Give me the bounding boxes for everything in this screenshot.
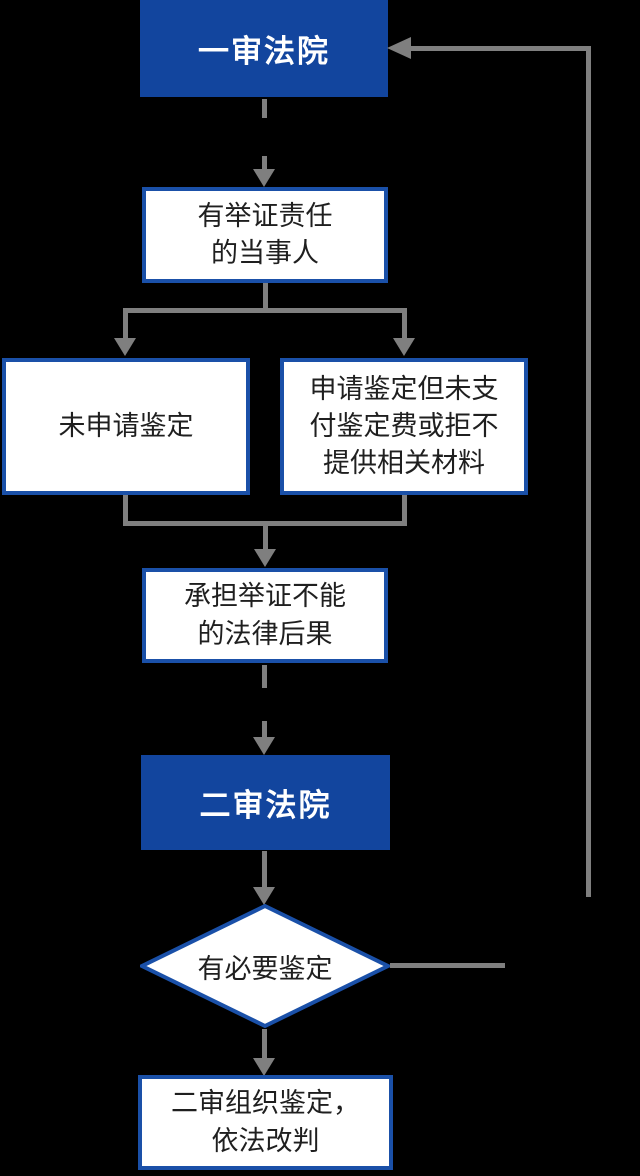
connector-merge-right-vertical [402, 495, 407, 526]
node-legal-consequence-line2: 的法律后果 [197, 618, 333, 649]
node-legal-consequence: 承担举证不能 的法律后果 [142, 568, 388, 663]
connector-branch-horizontal [123, 308, 407, 313]
node-first-instance-court-label: 一审法院 [198, 34, 330, 69]
arrowhead-into-decision [253, 887, 275, 905]
connector-merge-horizontal [123, 521, 407, 526]
node-second-instance-retrial-line1: 二审组织鉴定， [171, 1088, 360, 1119]
connector-branch-right-vertical [402, 311, 407, 339]
connector-loop-vertical [586, 46, 591, 897]
connector-decision-retrial [262, 1029, 267, 1060]
node-burden-of-proof-party-line1: 有举证责任 [197, 200, 333, 231]
node-first-instance-court: 一审法院 [140, 0, 388, 97]
diamond-outline [140, 904, 390, 1028]
connector-loop-from-decision [390, 963, 505, 968]
arrowhead-into-court2 [253, 737, 275, 755]
arrowhead-into-party [253, 169, 275, 187]
connector-party-branch-stub [263, 283, 268, 311]
connector-merge-left-vertical [123, 495, 128, 526]
arrowhead-into-consequence [254, 549, 276, 567]
node-legal-consequence-line1: 承担举证不能 [184, 581, 346, 612]
connector-consequence-court2-segment [262, 721, 267, 739]
node-applied-but-unpaid: 申请鉴定但未支 付鉴定费或拒不 提供相关材料 [280, 358, 528, 495]
node-second-instance-retrial: 二审组织鉴定， 依法改判 [138, 1075, 393, 1170]
connector-court2-decision [262, 851, 267, 888]
diamond-shape [140, 904, 390, 1028]
node-applied-but-unpaid-line1: 申请鉴定但未支 [309, 373, 499, 404]
decision-appraisal-necessary: 有必要鉴定 [140, 904, 390, 1028]
decision-appraisal-necessary-label: 有必要鉴定 [197, 953, 333, 984]
node-no-appraisal-request: 未申请鉴定 [2, 358, 250, 495]
node-second-instance-retrial-line2: 依法改判 [211, 1125, 320, 1156]
node-applied-but-unpaid-line3: 提供相关材料 [323, 448, 485, 479]
connector-loop-top-horizontal [410, 46, 591, 51]
node-burden-of-proof-party-line2: 的当事人 [211, 238, 319, 268]
node-second-instance-court: 二审法院 [141, 755, 390, 850]
arrowhead-into-retrial [253, 1058, 275, 1076]
connector-court1-party-stub [262, 99, 267, 118]
node-second-instance-court-label: 二审法院 [199, 788, 332, 823]
connector-merge-center-vertical [263, 526, 268, 550]
arrowhead-into-applied [393, 338, 415, 356]
arrowhead-into-court1 [387, 37, 411, 59]
node-applied-but-unpaid-line2: 付鉴定费或拒不 [309, 410, 499, 441]
connector-court1-party-segment [262, 156, 267, 171]
arrowhead-into-no-apply [114, 338, 136, 356]
node-burden-of-proof-party: 有举证责任 的当事人 [142, 187, 388, 283]
connector-consequence-court2-stub [262, 665, 267, 688]
node-no-appraisal-request-label: 未申请鉴定 [58, 410, 194, 441]
connector-branch-left-vertical [123, 311, 128, 339]
